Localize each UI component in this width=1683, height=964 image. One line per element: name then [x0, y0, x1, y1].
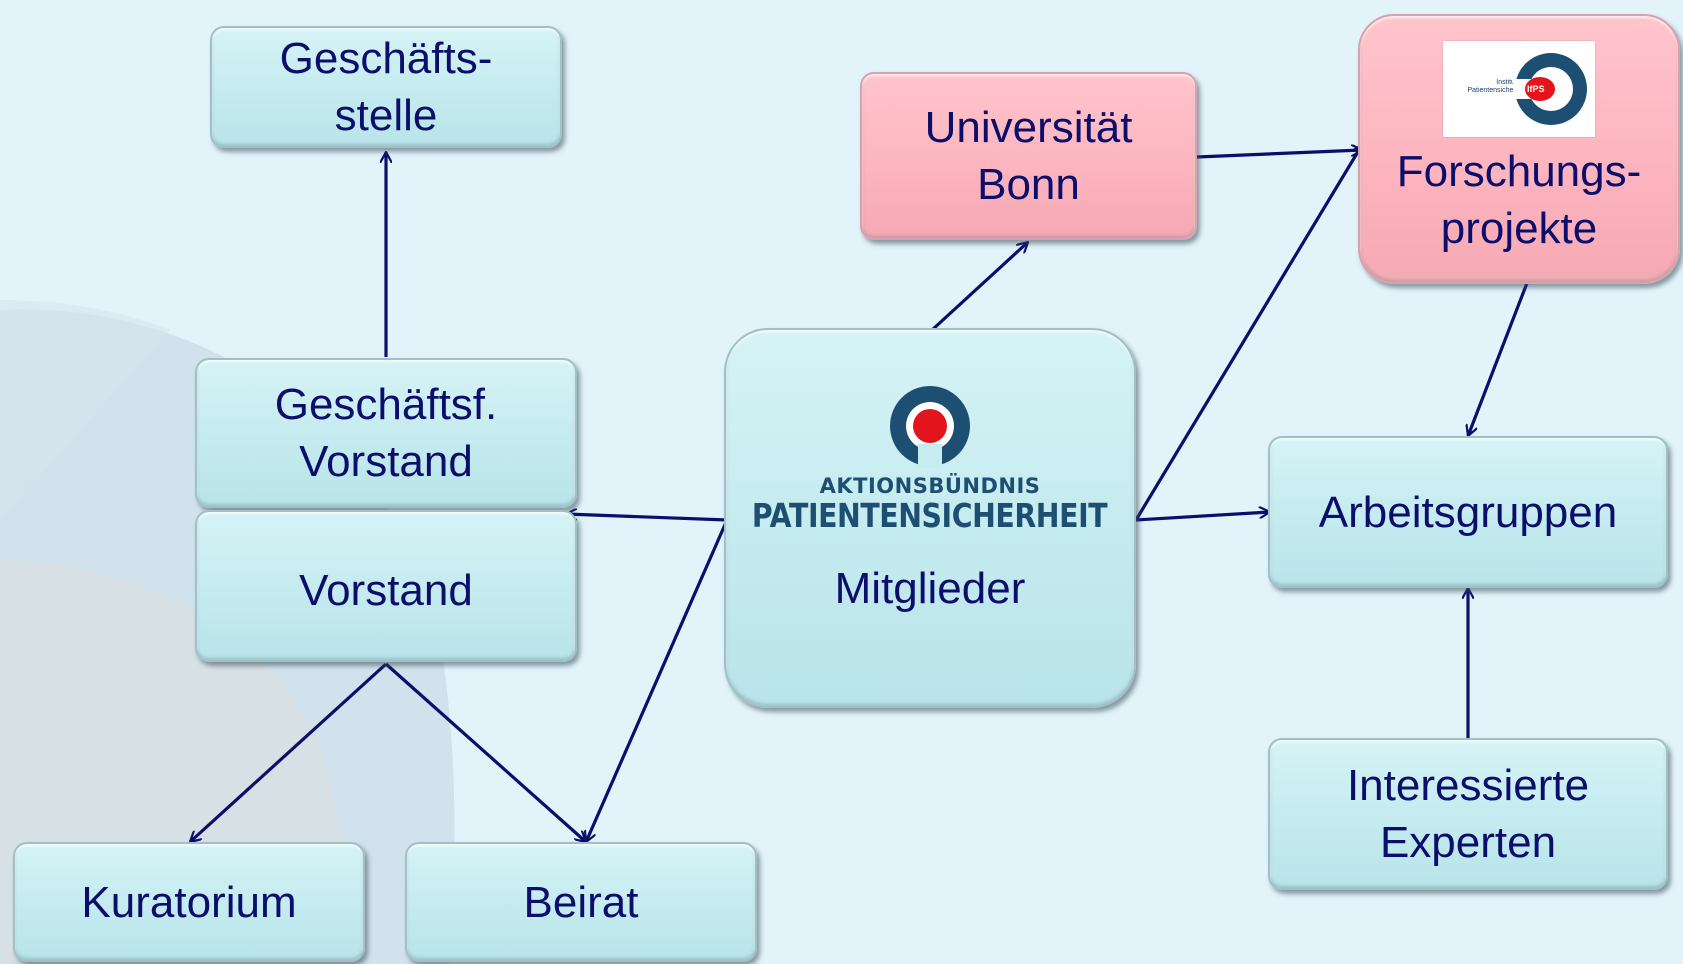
arrow-vorstand-to-kuratorium: [190, 662, 388, 842]
node-forschungsprojekte: Institut für Patientensicherheit IfPS Fo…: [1358, 14, 1680, 284]
arrow-universitaet-to-forschung: [1196, 150, 1362, 159]
node-forschungsprojekte-line1: Forschungs-: [1396, 147, 1642, 196]
aktionsbuendnis-logo: AKTIONSBÜNDNIS PATIENTENSICHERHEIT: [723, 386, 1136, 534]
node-forschungsprojekte-line2: projekte: [1440, 204, 1598, 253]
aktionsbuendnis-logo-line2: PATIENTENSICHERHEIT: [752, 496, 1108, 535]
arrow-mitglieder-to-forschung: [1134, 145, 1364, 521]
aktionsbuendnis-logo-line1: AKTIONSBÜNDNIS: [819, 474, 1041, 498]
node-beirat: Beirat: [405, 842, 757, 962]
node-vorstand-label: Vorstand: [299, 566, 473, 615]
node-geschaeftsf-vorstand-line2: Vorstand: [299, 437, 473, 486]
arrow-mitglieder-to-geschaeftsf: [566, 514, 728, 522]
arrow-mitglieder-to-beirat: [586, 519, 729, 842]
node-geschaeftsstelle-line2: stelle: [334, 91, 438, 140]
node-universitaet-bonn-line1: Universität: [924, 103, 1133, 152]
node-mitglieder: AKTIONSBÜNDNIS PATIENTENSICHERHEIT Mitgl…: [724, 328, 1136, 708]
aktionsbuendnis-logo-icon: [890, 386, 970, 468]
node-geschaeftsstelle: Geschäfts- stelle: [210, 26, 562, 148]
node-universitaet-bonn: Universität Bonn: [860, 72, 1197, 240]
node-mitglieder-label: Mitglieder: [834, 564, 1026, 613]
arrow-vorstand-to-beirat: [384, 662, 586, 842]
ifps-logo-icon: IfPS: [1513, 53, 1587, 125]
ifps-logo-text: Institut für Patientensicherheit: [1467, 79, 1527, 94]
node-kuratorium: Kuratorium: [13, 842, 365, 962]
node-arbeitsgruppen: Arbeitsgruppen: [1268, 436, 1668, 588]
node-geschaeftsstelle-line1: Geschäfts-: [279, 34, 493, 83]
node-arbeitsgruppen-label: Arbeitsgruppen: [1318, 487, 1618, 537]
arrow-mitglieder-to-universitaet: [930, 242, 1028, 332]
node-universitaet-bonn-line2: Bonn: [977, 160, 1080, 209]
node-interessierte-experten-line1: Interessierte: [1346, 761, 1590, 810]
ifps-logo: Institut für Patientensicherheit IfPS: [1443, 41, 1595, 137]
node-geschaeftsf-vorstand: Geschäftsf. Vorstand: [195, 358, 577, 508]
ifps-logo-abbr: IfPS: [1527, 84, 1545, 94]
arrow-mitglieder-to-arbeitsgruppen: [1135, 512, 1270, 522]
node-vorstand: Vorstand: [195, 510, 577, 662]
node-interessierte-experten-line2: Experten: [1379, 818, 1557, 867]
node-beirat-label: Beirat: [523, 877, 639, 927]
node-geschaeftsf-vorstand-line1: Geschäftsf.: [274, 380, 498, 429]
arrow-forschung-to-arbeitsgruppen: [1468, 282, 1529, 436]
node-interessierte-experten: Interessierte Experten: [1268, 738, 1668, 890]
node-kuratorium-label: Kuratorium: [81, 877, 297, 927]
